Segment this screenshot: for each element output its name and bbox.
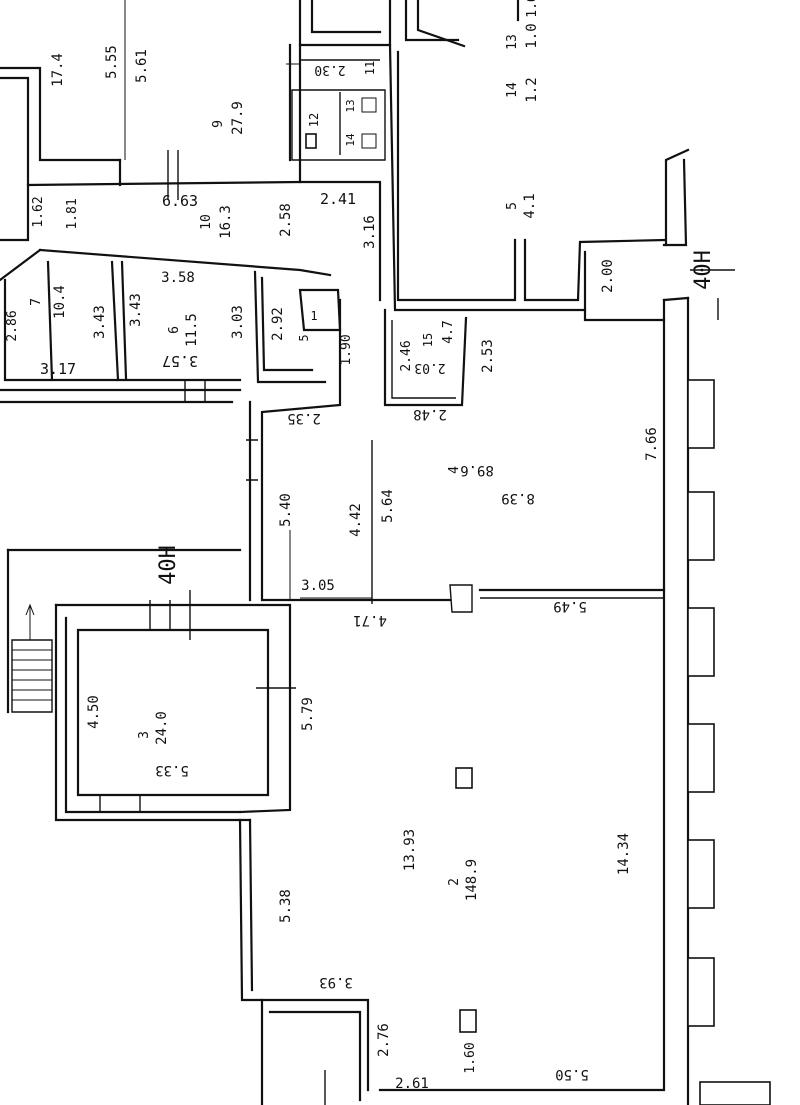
room-15-area: 4.7 bbox=[441, 320, 456, 343]
dim-label: 5.50 bbox=[555, 1066, 589, 1082]
dim-label: 2.00 bbox=[600, 259, 616, 293]
dim-label: 2.46 bbox=[399, 340, 414, 371]
room-11-number: 11 bbox=[363, 61, 377, 75]
dim-label: 4.42 bbox=[348, 503, 364, 537]
dim-label: 5.49 bbox=[553, 598, 587, 614]
facade-windows bbox=[687, 379, 771, 1105]
room-13-number-b: 13 bbox=[505, 34, 520, 50]
room-6-number: 6 bbox=[167, 326, 182, 334]
dim-label: 4.50 bbox=[86, 695, 102, 729]
interior-walls bbox=[0, 43, 666, 1105]
room-10-number: 10 bbox=[199, 214, 214, 230]
dimension-lines bbox=[124, 0, 372, 600]
dim-label: 3.17 bbox=[40, 360, 76, 378]
dim-label: 2.48 bbox=[413, 406, 447, 422]
dim-label: 1.60 bbox=[463, 1042, 478, 1073]
dim-label: 5.40 bbox=[278, 493, 294, 527]
room-7-area: 10.4 bbox=[52, 285, 68, 319]
dim-label: 1 bbox=[310, 309, 317, 323]
dim-label: 3.43 bbox=[128, 293, 144, 327]
room-1-partial: 1.0 bbox=[525, 0, 540, 18]
dim-label: 2.03 bbox=[414, 360, 445, 375]
room-3-area: 24.0 bbox=[154, 711, 170, 745]
room-2-area: 148.9 bbox=[464, 859, 480, 901]
dim-label: 5.38 bbox=[278, 889, 294, 923]
dim-label: 5.61 bbox=[134, 49, 150, 83]
dim-label: 3.16 bbox=[362, 215, 378, 249]
room-5-area: 4.1 bbox=[522, 193, 538, 218]
dim-label: 3.05 bbox=[301, 578, 335, 594]
door-marks bbox=[99, 150, 735, 812]
dim-label: 7.66 bbox=[644, 427, 660, 461]
dim-label: 2.61 bbox=[395, 1076, 429, 1092]
room-13-number-a: 13 bbox=[344, 99, 357, 112]
dim-label: 5.79 bbox=[300, 697, 316, 731]
dim-label: 2.41 bbox=[320, 190, 356, 208]
room-9-number: 9 bbox=[211, 120, 226, 128]
room-13-area: 1.0 bbox=[524, 23, 540, 48]
exterior-walls bbox=[0, 0, 690, 1105]
room-11-label: 2.30 bbox=[314, 62, 345, 77]
room-4-number: 4 bbox=[447, 466, 462, 474]
room-14-number-b: 14 bbox=[344, 133, 357, 147]
dim-label: 4.71 bbox=[353, 612, 387, 628]
dim-label: 3.93 bbox=[319, 974, 353, 990]
room-3-number: 3 bbox=[137, 731, 152, 739]
dim-label: 5.55 bbox=[104, 45, 120, 79]
dim-label: 2.92 bbox=[270, 307, 286, 341]
room-14-number-a: 14 bbox=[505, 82, 520, 98]
room-7-number: 7 bbox=[29, 298, 44, 306]
dim-label: 3.43 bbox=[92, 305, 108, 339]
fixture-icon bbox=[361, 133, 377, 149]
dim-label: 5.33 bbox=[155, 762, 189, 778]
room-10-area: 16.3 bbox=[218, 205, 234, 239]
dim-label: 3.58 bbox=[161, 270, 195, 286]
room-2-number: 2 bbox=[447, 878, 462, 886]
room-15-number: 15 bbox=[421, 333, 435, 347]
dim-label: 3.57 bbox=[162, 352, 198, 370]
columns bbox=[305, 133, 477, 1033]
dim-label: 2.53 bbox=[480, 339, 496, 373]
axis-label-left: 40Н bbox=[156, 545, 181, 585]
room-9-area: 27.9 bbox=[230, 101, 246, 135]
room-4-area: 89.6 bbox=[460, 462, 494, 478]
room-labels: 2 148.9 3 24.0 4 89.6 5 4.1 6 11.5 7 10.… bbox=[29, 0, 540, 901]
dim-label: 2.86 bbox=[5, 310, 20, 341]
room-6-area: 11.5 bbox=[184, 313, 200, 347]
room-5-small-number: 5 bbox=[297, 334, 311, 341]
dim-label: 6.63 bbox=[162, 192, 198, 210]
dim-label: 2.76 bbox=[376, 1023, 392, 1057]
dim-label: 1.62 bbox=[31, 196, 46, 227]
dim-label: 14.34 bbox=[616, 833, 632, 875]
stairs bbox=[12, 603, 52, 701]
dimension-labels: 5.55 5.61 6.63 2.41 1.62 1.81 2.58 3.16 … bbox=[5, 45, 660, 1092]
room-5-number: 5 bbox=[505, 202, 520, 210]
room-12-number: 12 bbox=[307, 113, 321, 127]
dim-label: 8.39 bbox=[501, 490, 535, 506]
dim-label: 2.58 bbox=[278, 203, 294, 237]
fixture-icon bbox=[361, 97, 377, 113]
dim-label: 13.93 bbox=[402, 829, 418, 871]
room-17-area: 17.4 bbox=[50, 53, 66, 87]
axis-label-top: 40Н bbox=[691, 250, 716, 290]
dim-label: 3.03 bbox=[230, 305, 246, 339]
dim-label: 5.64 bbox=[380, 489, 396, 523]
room-14-area: 1.2 bbox=[524, 77, 540, 102]
dim-label: 2.35 bbox=[287, 410, 321, 426]
dim-label: 1.90 bbox=[339, 334, 354, 365]
dim-label: 1.81 bbox=[65, 198, 80, 229]
